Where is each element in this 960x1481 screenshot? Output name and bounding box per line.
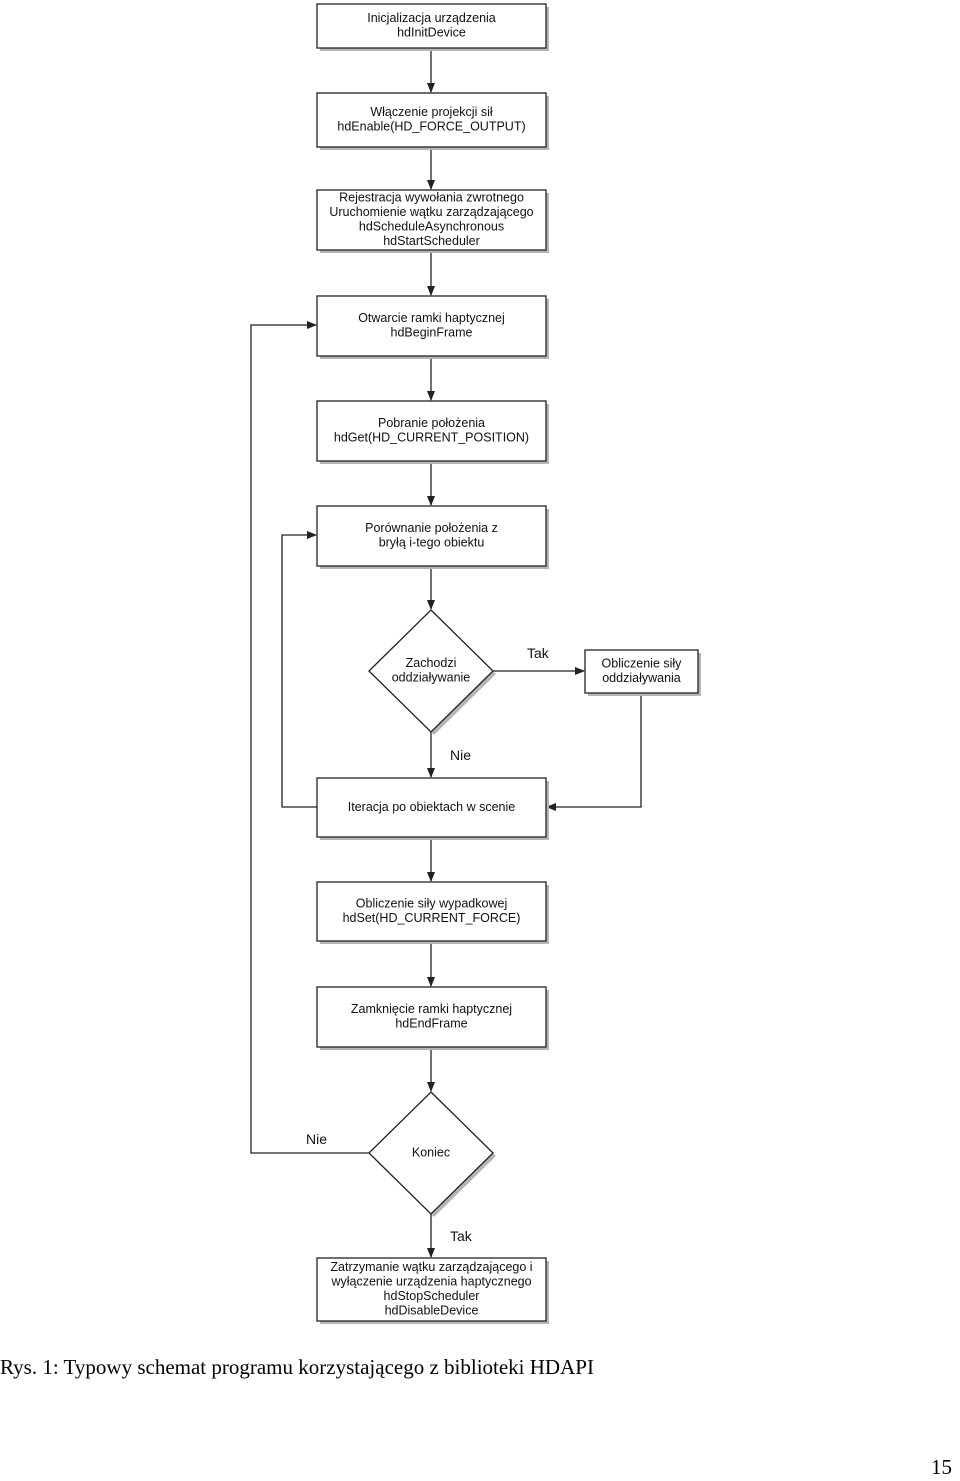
edge-force-iterate: [546, 694, 642, 811]
node-text: Koniec: [412, 1145, 450, 1159]
edge-label-end-no: Nie: [306, 1131, 327, 1147]
node-text: Rejestracja wywołania zwrotnego: [339, 191, 524, 205]
node-text: Zachodzi: [406, 656, 457, 670]
node-text: oddziaływania: [602, 671, 681, 685]
edge-label-interaction-no: Nie: [450, 747, 471, 763]
node-text: Porównanie położenia z: [365, 521, 498, 535]
node-text: hdInitDevice: [397, 26, 466, 40]
node-text: Włączenie projekcji sił: [370, 105, 492, 119]
page-number: 15: [931, 1455, 952, 1479]
node-text: hdEnable(HD_FORCE_OUTPUT): [337, 120, 525, 134]
node-register: Rejestracja wywołania zwrotnegoUruchomie…: [316, 189, 549, 253]
flowchart: Inicjalizacja urządzeniahdInitDeviceWłąc…: [250, 3, 701, 1324]
node-text: hdStopScheduler: [384, 1289, 480, 1303]
node-text: hdStartScheduler: [383, 234, 480, 248]
node-text: Otwarcie ramki haptycznej: [358, 311, 505, 325]
node-text: Zamknięcie ramki haptycznej: [351, 1002, 512, 1016]
node-text: Zatrzymanie wątku zarządzającego i: [330, 1260, 532, 1274]
node-text: Inicjalizacja urządzenia: [367, 11, 496, 25]
node-text: oddziaływanie: [392, 671, 471, 685]
node-text: hdBeginFrame: [391, 326, 473, 340]
edge-label-interaction-yes: Tak: [527, 645, 550, 661]
node-text: hdEndFrame: [395, 1017, 467, 1031]
node-text: hdScheduleAsynchronous: [359, 220, 504, 234]
node-iterate: Iteracja po obiektach w scenie: [316, 777, 549, 840]
node-stop: Zatrzymanie wątku zarządzającego iwyłącz…: [316, 1257, 549, 1324]
node-resultant: Obliczenie siły wypadkowejhdSet(HD_CURRE…: [316, 881, 549, 944]
node-text: bryłą i-tego obiektu: [379, 536, 485, 550]
node-text: hdDisableDevice: [385, 1304, 479, 1318]
node-end: Koniec: [368, 1091, 496, 1217]
node-text: wyłączenie urządzenia haptycznego: [330, 1275, 531, 1289]
node-text: Pobranie położenia: [378, 416, 485, 430]
node-text: hdGet(HD_CURRENT_POSITION): [334, 431, 529, 445]
node-get-position: Pobranie położeniahdGet(HD_CURRENT_POSIT…: [316, 400, 549, 464]
node-text: Obliczenie siły wypadkowej: [356, 897, 507, 911]
edge-iterate-loop: [281, 531, 317, 808]
figure-caption: Rys. 1: Typowy schemat programu korzysta…: [0, 1355, 594, 1379]
node-enable: Włączenie projekcji siłhdEnable(HD_FORCE…: [316, 92, 549, 150]
node-text: Obliczenie siły: [602, 657, 683, 671]
edge-end-no: [250, 321, 369, 1154]
node-text: hdSet(HD_CURRENT_FORCE): [343, 911, 521, 925]
node-text: Uruchomienie wątku zarządzającego: [329, 205, 533, 219]
node-text: Iteracja po obiektach w scenie: [348, 800, 516, 814]
edge-label-end-yes: Tak: [450, 1228, 473, 1244]
